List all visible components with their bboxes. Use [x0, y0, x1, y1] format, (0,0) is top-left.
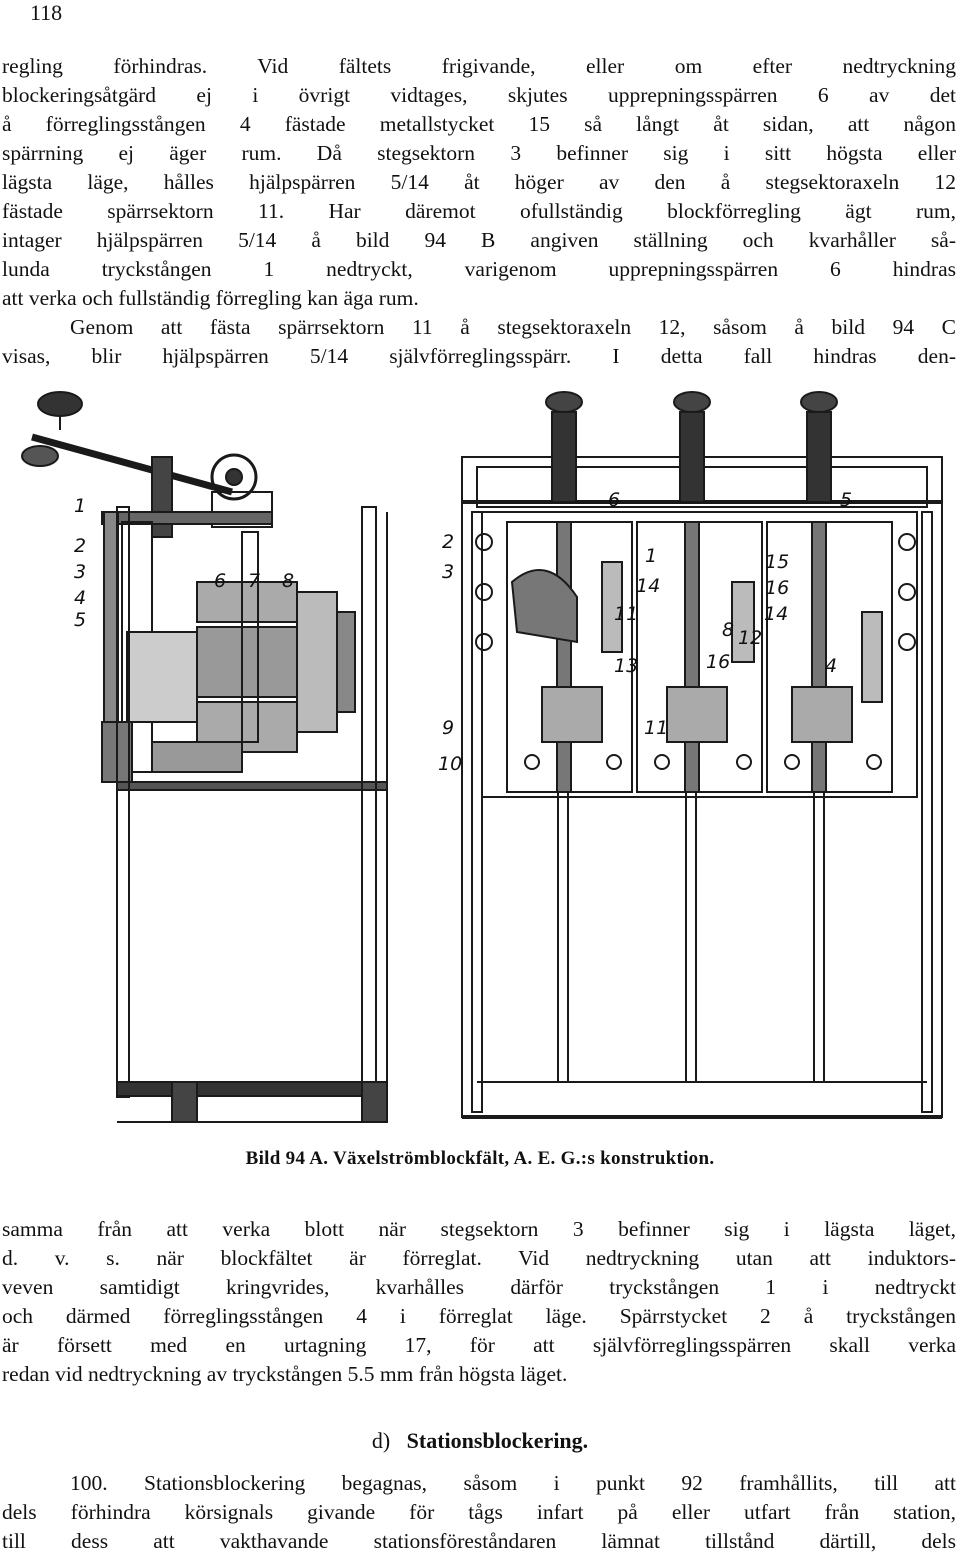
text-line: regling förhindras. Vid fältets frigivan… [2, 54, 956, 78]
figure-label: 4 [825, 655, 837, 677]
text-line: 100. Stationsblockering begagnas, såsom … [70, 1471, 956, 1495]
figure-label: 10 [438, 753, 462, 775]
figure-label: 1 [74, 495, 86, 517]
figure-label: 3 [74, 561, 86, 583]
text-line: lägsta läge, hålles hjälpspärren 5/14 åt… [2, 170, 956, 194]
text-line: fästade spärrsektorn 11. Har däremot ofu… [2, 199, 956, 223]
figure-label: 16 [765, 577, 789, 599]
end-paragraph: 100. Stationsblockering begagnas, såsom … [2, 1469, 956, 1556]
after-figure-paragraph: samma från att verka blott när stegsekto… [2, 1215, 956, 1389]
figure-label: 8 [282, 570, 294, 592]
figure-label: 16 [706, 651, 730, 673]
text-line: å förreglingsstången 4 fästade metallsty… [2, 112, 956, 136]
figure-caption: Bild 94 A. Växelströmblockfält, A. E. G.… [245, 1148, 715, 1169]
figure-label: 15 [765, 551, 789, 573]
text-line: veven samtidigt kringvrides, kvarhålles … [2, 1275, 956, 1299]
text-line: att verka och fullständig förregling kan… [2, 286, 419, 310]
figure-label: 14 [764, 603, 788, 625]
text-line: redan vid nedtryckning av tryckstången 5… [2, 1362, 568, 1386]
text-line: till dess att vakthavande stationsförest… [2, 1529, 956, 1553]
text-line: lunda tryckstången 1 nedtryckt, varigeno… [2, 257, 956, 281]
text-line: spärrning ej äger rum. Då stegsektorn 3 … [2, 141, 956, 165]
figure-label: 1 [645, 545, 657, 567]
technical-drawing: 1 2 3 4 5 6 7 8 1 2 3 4 5 6 8 9 10 11 12… [21, 391, 943, 1123]
figure-94a: 1 2 3 4 5 6 7 8 1 2 3 4 5 6 8 9 10 11 12… [2, 382, 952, 1192]
text-line: dels förhindra körsignals givande för tå… [2, 1500, 956, 1524]
figure-label: 14 [636, 575, 660, 597]
section-heading: d) Stationsblockering. [0, 1427, 960, 1455]
figure-label: 3 [442, 561, 454, 583]
text-line: visas, blir hjälpspärren 5/14 självförre… [2, 344, 956, 368]
figure-label: 2 [74, 535, 86, 557]
figure-label: 4 [74, 587, 86, 609]
side-view-drawing [21, 391, 388, 1123]
figure-label: 2 [442, 531, 454, 553]
text-line: d. v. s. när blockfältet är förreglat. V… [2, 1246, 956, 1270]
figure-label: 6 [608, 489, 620, 511]
figure-label: 5 [74, 609, 86, 631]
figure-label: 11 [644, 717, 668, 739]
top-paragraph: regling förhindras. Vid fältets frigivan… [2, 52, 956, 371]
text-line: Genom att fästa spärrsektorn 11 å stegse… [70, 315, 956, 339]
text-line: och därmed förreglingsstången 4 i förreg… [2, 1304, 956, 1328]
figure-label: 7 [248, 570, 260, 592]
text-line: blockeringsåtgärd ej i övrigt vidtages, … [2, 83, 956, 107]
text-line: intager hjälpspärren 5/14 å bild 94 B an… [2, 228, 956, 252]
figure-label: 9 [442, 717, 454, 739]
figure-label: 6 [214, 570, 226, 592]
figure-label: 13 [614, 655, 638, 677]
figure-label: 5 [840, 489, 852, 511]
text-line: samma från att verka blott när stegsekto… [2, 1217, 956, 1241]
figure-label: 12 [738, 627, 762, 649]
figure-label: 8 [722, 619, 734, 641]
text-line: är försett med en urtagning 17, för att … [2, 1333, 956, 1357]
figure-label: 11 [614, 603, 638, 625]
page-number: 118 [30, 0, 63, 25]
front-view-drawing [461, 391, 943, 1119]
section-prefix: d) [371, 1428, 391, 1453]
section-title: Stationsblockering. [406, 1428, 589, 1453]
